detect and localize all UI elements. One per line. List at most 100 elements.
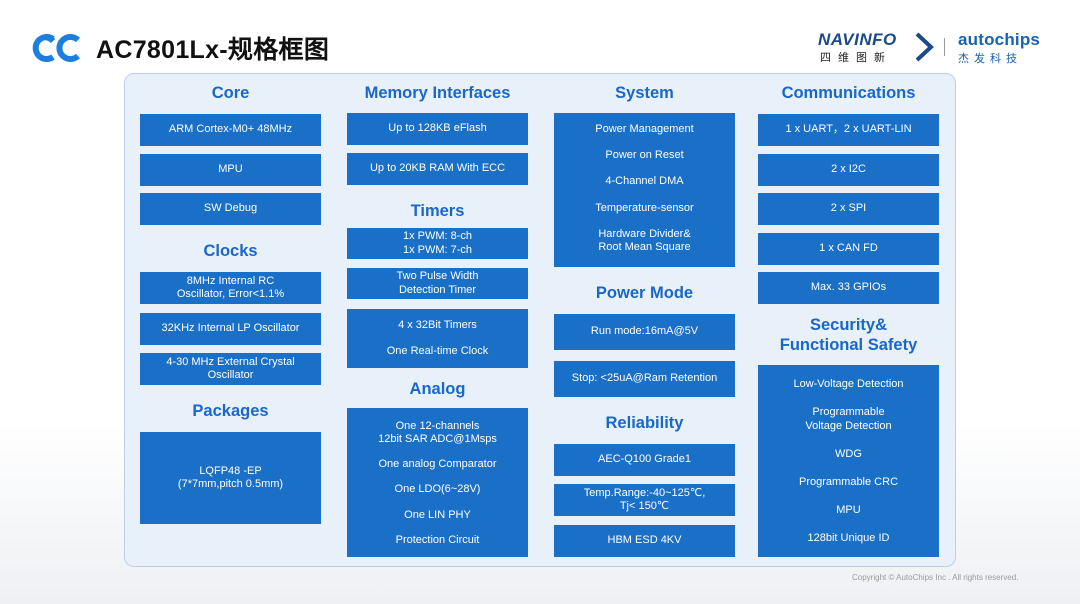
box-label: Temp.Range:-40~125℃, xyxy=(583,486,706,499)
memory-box-eflash: Up to 128KB eFlash xyxy=(347,113,528,145)
system-item-dma: 4-Channel DMA xyxy=(605,175,684,188)
box-label: 1x PWM: 8-ch xyxy=(402,230,473,242)
core-box-mpu: MPU xyxy=(140,154,321,186)
comm-box-spi: 2 x SPI xyxy=(758,193,939,225)
reliability-heading: Reliability xyxy=(605,414,684,432)
box-label: Tj< 150℃ xyxy=(619,500,670,512)
box-label: Hardware Divider& xyxy=(598,227,691,240)
autochips-logo-cn: 杰发科技 xyxy=(958,52,1022,65)
box-label: SW Debug xyxy=(203,202,258,215)
analog-item-comparator: One analog Comparator xyxy=(378,458,497,471)
security-item-wdg: WDG xyxy=(835,447,862,460)
memory-box-ram: Up to 20KB RAM With ECC xyxy=(347,153,528,185)
copyright-text: Copyright © AutoChips Inc . All rights r… xyxy=(852,573,1019,582)
clocks-heading: Clocks xyxy=(203,242,258,260)
analog-item-ldo: One LDO(6~28V) xyxy=(394,483,481,496)
clocks-box-internal-rc: 8MHz Internal RC Oscillator, Error<1.1% xyxy=(140,272,321,304)
box-label: Detection Timer xyxy=(398,283,477,296)
memory-heading: Memory Interfaces xyxy=(364,84,511,102)
security-heading: Security& Functional Safety xyxy=(758,315,939,355)
box-label: Oscillator, Error<1.1% xyxy=(176,288,285,300)
box-label: ARM Cortex-M0+ 48MHz xyxy=(168,123,293,136)
reliability-box-aec: AEC-Q100 Grade1 xyxy=(554,444,735,476)
comm-box-i2c: 2 x I2C xyxy=(758,154,939,186)
core-box-cpu: ARM Cortex-M0+ 48MHz xyxy=(140,114,321,146)
security-item-unique-id: 128bit Unique ID xyxy=(807,532,890,545)
box-label: Two Pulse Width xyxy=(396,270,479,282)
clocks-box-external-crystal: 4-30 MHz External Crystal Oscillator xyxy=(140,353,321,385)
title-bar: AC7801Lx-规格框图 xyxy=(32,30,329,66)
security-item-mpu: MPU xyxy=(836,504,861,517)
clocks-box-lp-osc: 32KHz Internal LP Oscillator xyxy=(140,313,321,345)
box-label: AEC-Q100 Grade1 xyxy=(598,453,691,466)
security-item-pvd: Programmable Voltage Detection xyxy=(805,406,891,433)
security-box: Low-Voltage Detection Programmable Volta… xyxy=(758,365,939,557)
security-item-crc: Programmable CRC xyxy=(798,476,899,489)
box-label: 1x PWM: 7-ch xyxy=(402,243,473,256)
navinfo-logo-cn: 四维图新 xyxy=(820,51,892,64)
power-mode-heading: Power Mode xyxy=(595,284,694,302)
navinfo-logo: NAVINFO 四维图新 xyxy=(818,30,934,64)
comm-box-can-fd: 1 x CAN FD xyxy=(758,233,939,265)
box-label: 4 x 32Bit Timers xyxy=(398,319,477,331)
box-label: MPU xyxy=(218,163,243,176)
box-label: 1 x UART，2 x UART-LIN xyxy=(785,123,912,136)
logo-divider xyxy=(944,38,945,56)
power-mode-box-stop: Stop: <25uA@Ram Retention xyxy=(554,361,735,397)
power-mode-box-run: Run mode:16mA@5V xyxy=(554,314,735,350)
box-label: Oscillator xyxy=(207,369,254,381)
security-heading-line: Functional Safety xyxy=(779,336,918,354)
box-label: Voltage Detection xyxy=(805,419,892,432)
core-heading: Core xyxy=(211,84,250,102)
analog-item-lin-phy: One LIN PHY xyxy=(404,508,471,521)
analog-heading: Analog xyxy=(409,380,466,398)
timers-heading: Timers xyxy=(410,202,465,220)
navinfo-chevron-icon xyxy=(915,32,934,62)
system-heading: System xyxy=(615,84,674,102)
timers-box-pulse-width: Two Pulse Width Detection Timer xyxy=(347,268,528,299)
packages-heading: Packages xyxy=(192,402,269,420)
box-label: 2 x SPI xyxy=(830,202,867,215)
box-label: 1 x CAN FD xyxy=(819,242,878,255)
reliability-box-esd: HBM ESD 4KV xyxy=(554,525,735,557)
system-item-power-on-reset: Power on Reset xyxy=(605,149,684,162)
box-label: 12bit SAR ADC@1Msps xyxy=(378,433,497,446)
system-item-temp-sensor: Temperature-sensor xyxy=(595,201,694,214)
box-label: (7*7mm,pitch 0.5mm) xyxy=(177,478,284,490)
box-label: Root Mean Square xyxy=(598,241,691,254)
core-box-debug: SW Debug xyxy=(140,193,321,225)
box-label: Run mode:16mA@5V xyxy=(590,325,699,338)
box-label: One 12-channels xyxy=(395,419,480,432)
communications-heading: Communications xyxy=(781,84,916,102)
box-label: Up to 128KB eFlash xyxy=(388,122,487,135)
oc-logo-icon xyxy=(32,34,81,62)
page-title: AC7801Lx-规格框图 xyxy=(96,36,330,64)
analog-item-protection: Protection Circuit xyxy=(395,533,480,546)
analog-item-adc: One 12-channels 12bit SAR ADC@1Msps xyxy=(378,420,497,447)
timers-box-32bit: 4 x 32Bit Timers One Real-time Clock xyxy=(347,309,528,368)
comm-box-gpios: Max. 33 GPIOs xyxy=(758,272,939,304)
navinfo-logo-text: NAVINFO xyxy=(818,30,897,49)
packages-box: LQFP48 -EP (7*7mm,pitch 0.5mm) xyxy=(140,432,321,524)
comm-box-uart: 1 x UART，2 x UART-LIN xyxy=(758,114,939,146)
box-label: 8MHz Internal RC xyxy=(186,274,275,287)
autochips-logo-text: autochips xyxy=(958,30,1041,49)
box-label: LQFP48 -EP xyxy=(199,464,262,477)
reliability-box-temp-range: Temp.Range:-40~125℃, Tj< 150℃ xyxy=(554,484,735,516)
system-item-hw-divider: Hardware Divider& Root Mean Square xyxy=(598,228,690,255)
box-label: Programmable xyxy=(812,406,885,419)
box-label: Stop: <25uA@Ram Retention xyxy=(571,372,718,385)
autochips-logo: autochips 杰发科技 xyxy=(958,30,1040,66)
box-label: One Real-time Clock xyxy=(386,344,489,357)
system-box: Power Management Power on Reset 4-Channe… xyxy=(554,113,735,267)
box-label: Up to 20KB RAM With ECC xyxy=(369,162,506,175)
analog-box: One 12-channels 12bit SAR ADC@1Msps One … xyxy=(347,408,528,557)
box-label: 32KHz Internal LP Oscillator xyxy=(161,322,300,335)
box-label: 4-30 MHz External Crystal xyxy=(166,355,295,368)
box-label: HBM ESD 4KV xyxy=(607,534,682,547)
timers-box-pwm: 1x PWM: 8-ch 1x PWM: 7-ch xyxy=(347,228,528,259)
security-item-lvd: Low-Voltage Detection xyxy=(793,378,904,391)
box-label: 2 x I2C xyxy=(831,163,866,176)
system-item-power-management: Power Management xyxy=(595,123,694,136)
box-label: Max. 33 GPIOs xyxy=(810,281,887,294)
